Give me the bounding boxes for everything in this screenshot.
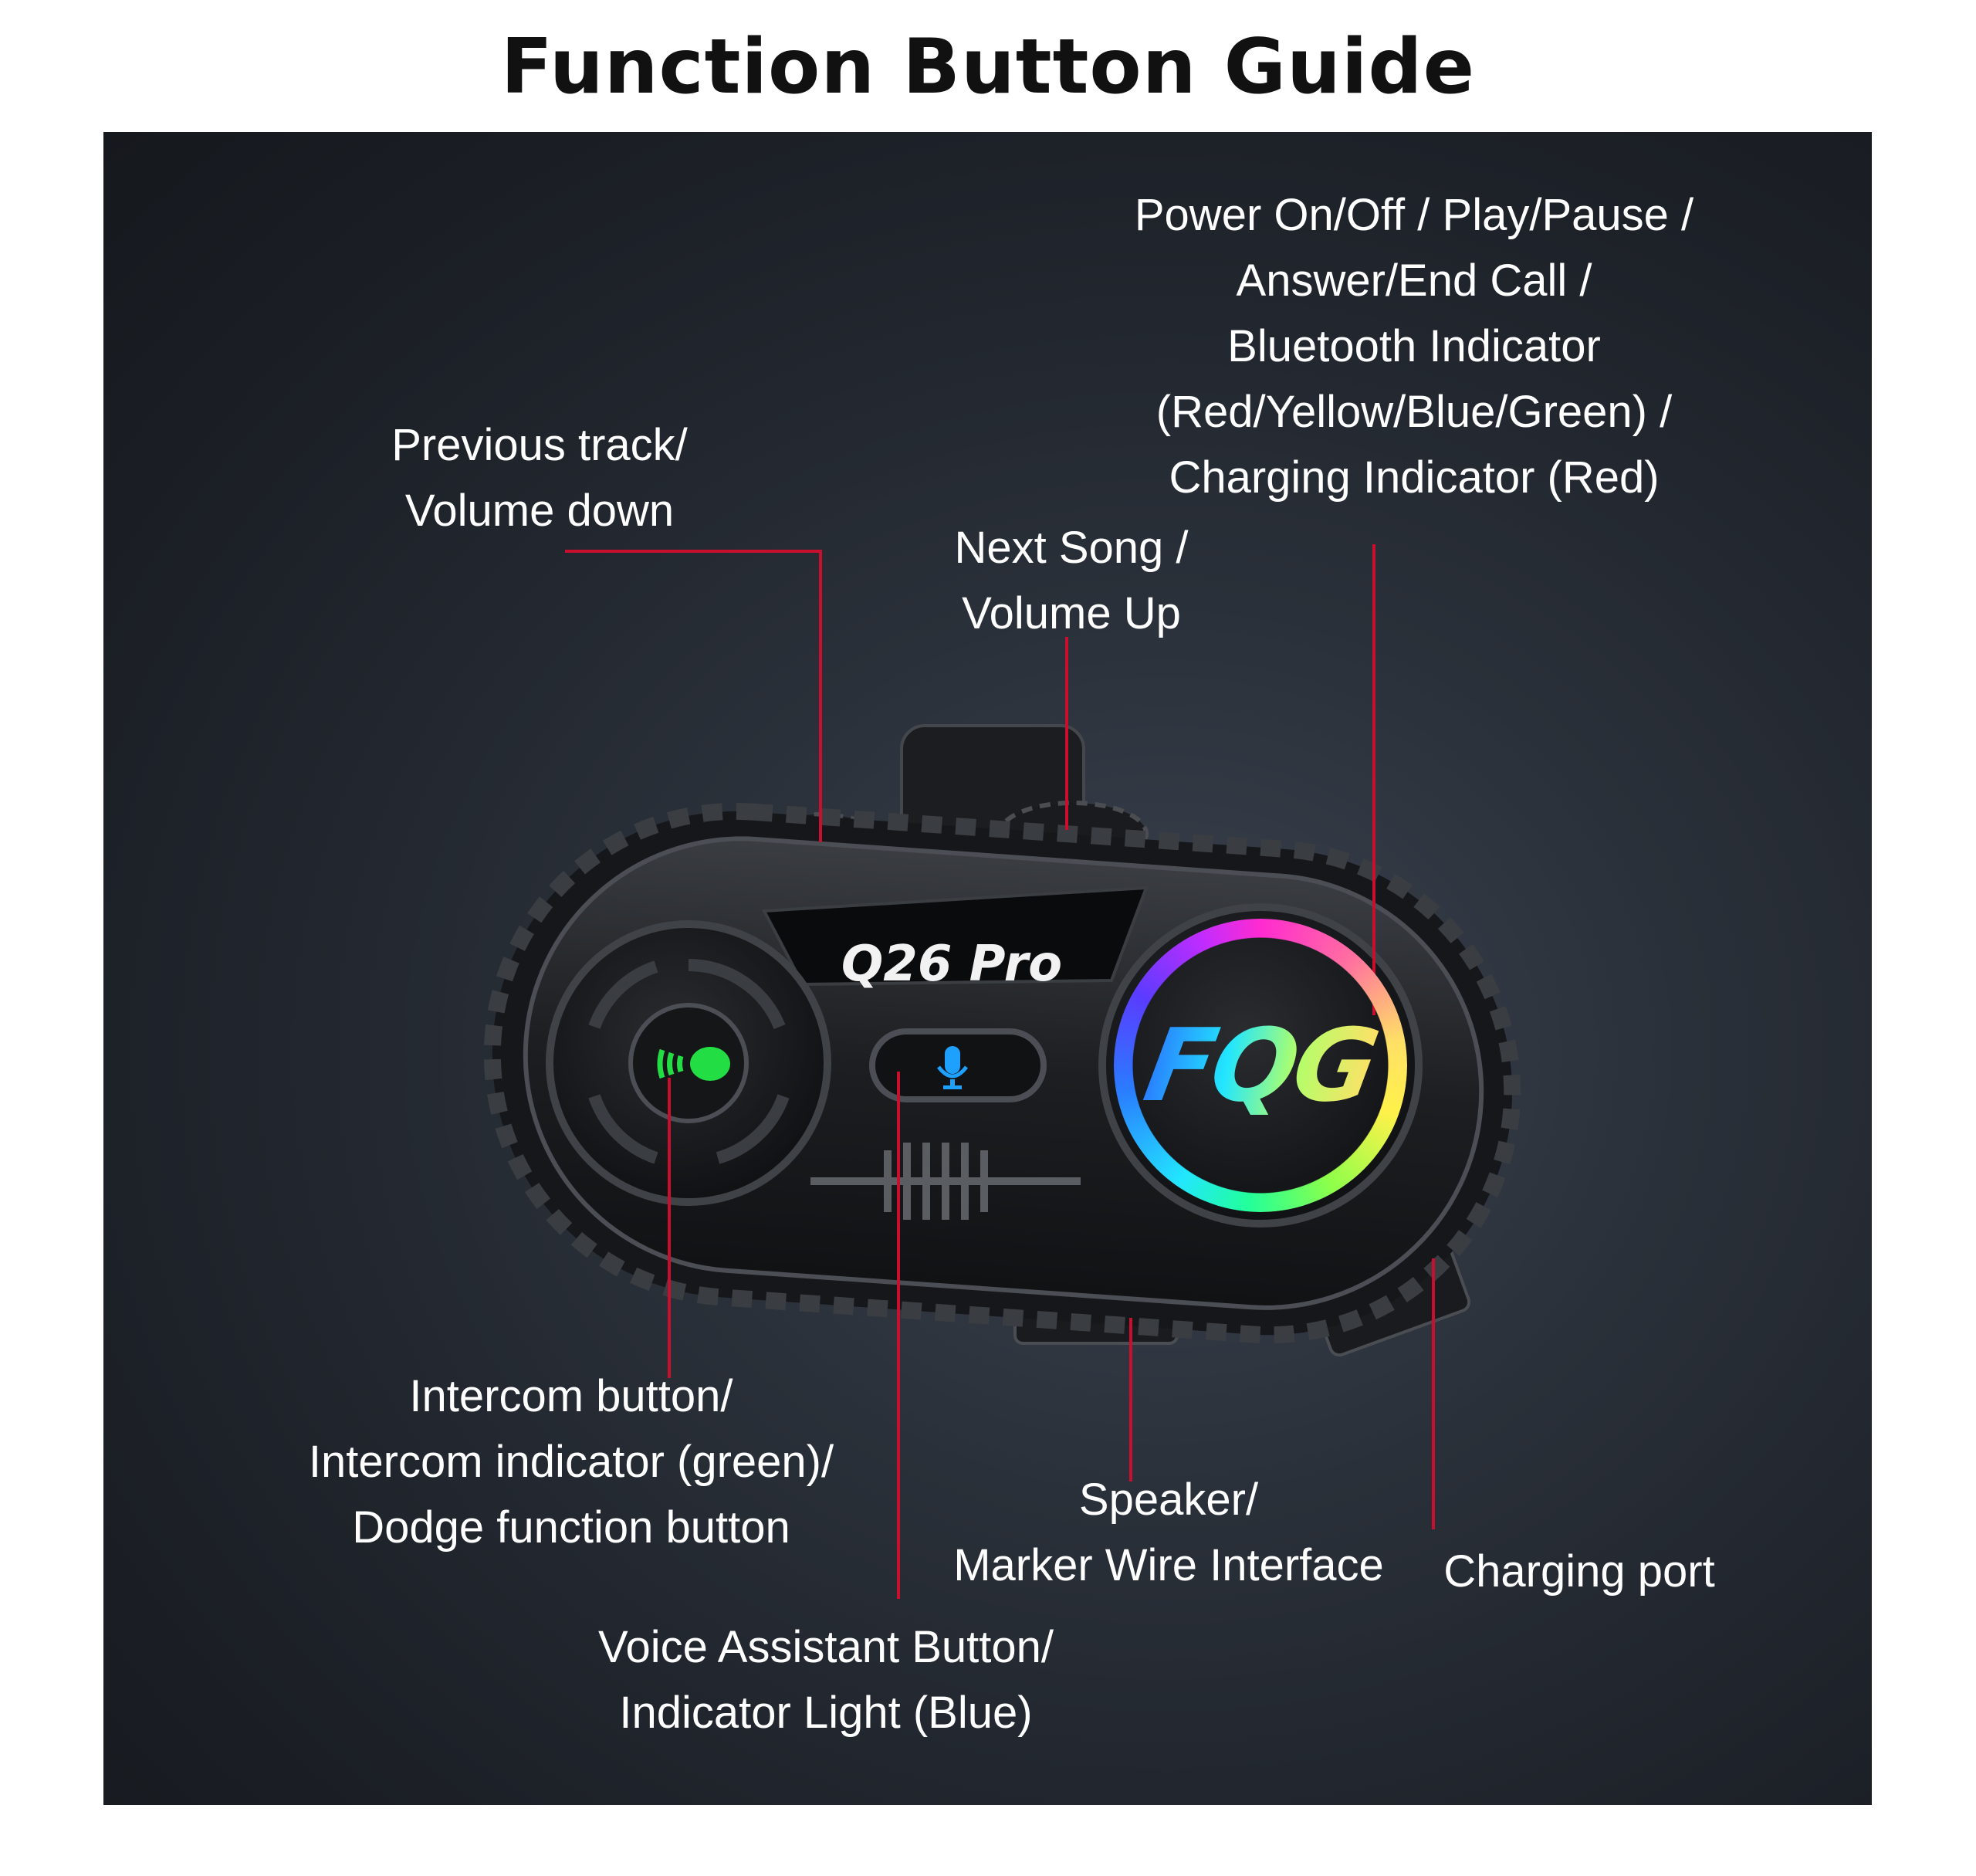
label-next: Next Song / Volume Up	[954, 515, 1188, 646]
label-line: Charging Indicator (Red)	[1169, 452, 1660, 503]
label-speaker: Speaker/ Marker Wire Interface	[953, 1467, 1384, 1598]
label-line: Voice Assistant Button/	[597, 1622, 1054, 1672]
intercom-spokes	[588, 959, 790, 1164]
microphone-icon	[937, 1046, 968, 1089]
label-previous: Previous track/ Volume down	[391, 412, 688, 543]
label-line: Charging port	[1443, 1546, 1715, 1597]
label-line: Intercom button/	[409, 1371, 733, 1421]
model-label: Q26 Pro	[841, 936, 1062, 993]
label-line: Previous track/	[391, 420, 688, 470]
callout-line-previous	[565, 550, 822, 842]
label-line: Intercom indicator (green)/	[308, 1437, 834, 1487]
intercom-icon	[657, 1048, 684, 1079]
label-intercom: Intercom button/ Intercom indicator (gre…	[309, 1363, 834, 1560]
label-charging: Charging port	[1443, 1539, 1714, 1604]
brand-logo: FQG	[1136, 1007, 1385, 1124]
label-line: Answer/End Call /	[1236, 256, 1592, 306]
intercom-button[interactable]	[628, 1003, 749, 1123]
label-line: Next Song /	[954, 523, 1189, 573]
label-line: Volume down	[404, 486, 675, 536]
label-line: Bluetooth Indicator	[1227, 321, 1601, 371]
label-line: Volume Up	[962, 588, 1181, 638]
model-screen	[761, 886, 1149, 987]
intercom-led	[690, 1047, 730, 1081]
page-title: Function Button Guide	[500, 23, 1476, 111]
spring-decoration	[810, 1143, 1081, 1220]
label-line: Marker Wire Interface	[953, 1540, 1384, 1590]
label-line: (Red/Yellow/Blue/Green) /	[1155, 387, 1673, 437]
label-line: Indicator Light (Blue)	[619, 1688, 1033, 1738]
label-line: Speaker/	[1078, 1475, 1259, 1525]
label-voice: Voice Assistant Button/ Indicator Light …	[598, 1614, 1054, 1746]
label-power: Power On/Off / Play/Pause / Answer/End C…	[1135, 182, 1693, 510]
callout-lines	[565, 544, 1435, 1599]
rgb-indicator-ring	[1114, 919, 1407, 1212]
label-line: Dodge function button	[352, 1502, 790, 1553]
label-line: Power On/Off / Play/Pause /	[1134, 190, 1694, 240]
